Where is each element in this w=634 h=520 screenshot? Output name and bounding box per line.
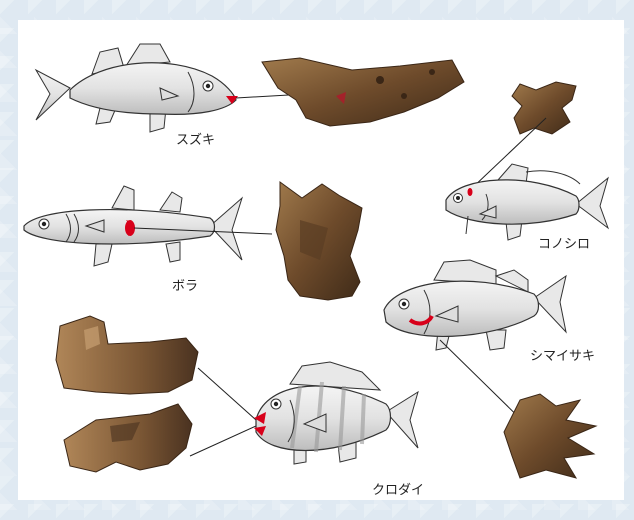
fish-bora <box>24 186 242 266</box>
bone-kurodai-upper <box>56 316 198 394</box>
fish-suzuki <box>36 44 238 132</box>
fish-shimaisaki <box>384 260 566 350</box>
label-konoshiro: コノシロ <box>538 237 590 252</box>
pointer-line-kurodai-upper <box>198 368 256 420</box>
fish-kurodai <box>254 362 418 464</box>
label-kurodai: クロダイ <box>372 483 424 498</box>
bone-bora <box>276 182 362 300</box>
label-shimaisaki: シマイサキ <box>530 349 595 364</box>
fish-konoshiro <box>446 164 608 240</box>
bone-kurodai-lower <box>64 404 192 472</box>
label-bora: ボラ <box>172 279 198 294</box>
label-suzuki: スズキ <box>176 132 215 148</box>
bone-suzuki <box>262 58 464 126</box>
pointer-line-kurodai-lower <box>190 426 256 456</box>
bone-shimaisaki <box>504 394 596 478</box>
bone-konoshiro <box>512 82 576 134</box>
